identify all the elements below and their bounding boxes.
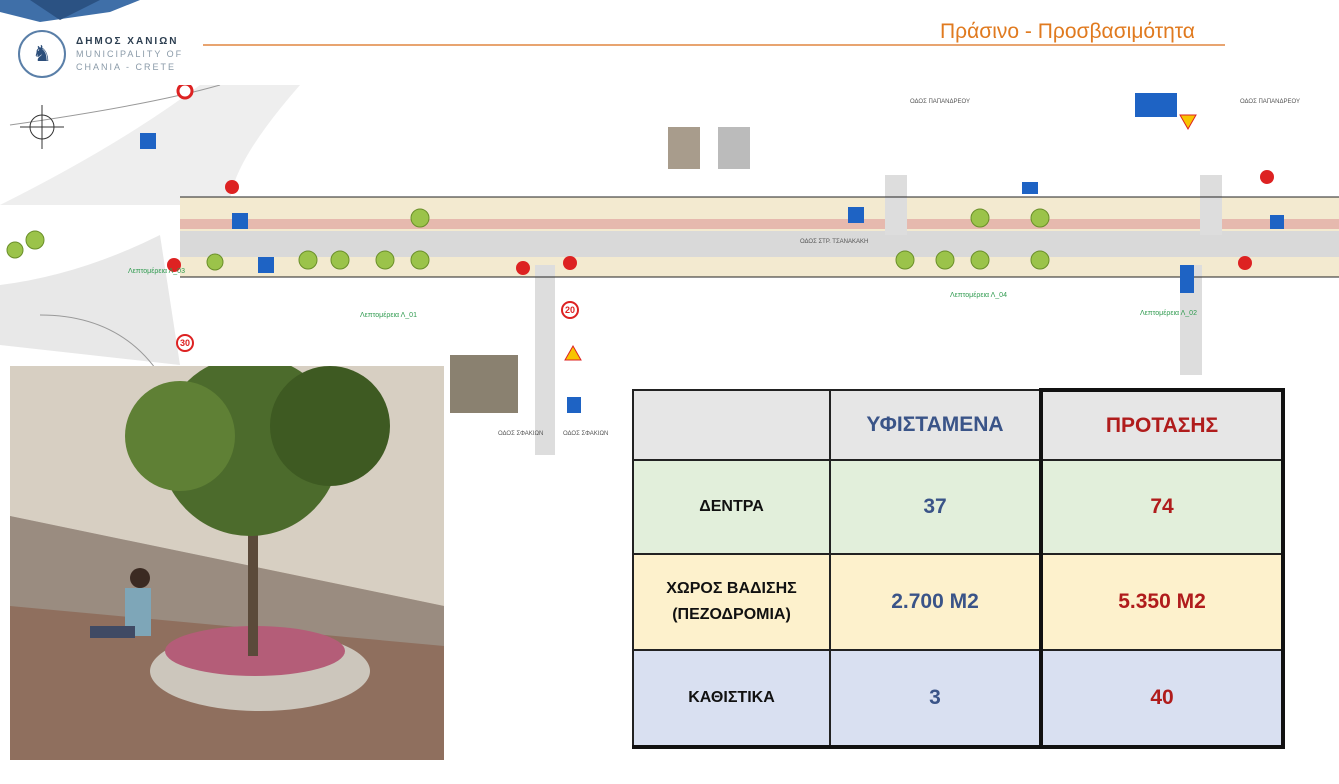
detail-label: Λεπτομέρεια Λ_01 xyxy=(360,311,417,319)
detail-photo xyxy=(450,355,518,413)
logo-subtitle-2: CHANIA - CRETE xyxy=(76,61,177,72)
municipality-logo: ♞ ΔΗΜΟΣ ΧΑΝΙΩΝ MUNICIPALITY OF CHANIA - … xyxy=(18,30,183,78)
page-title: Πράσινο - Προσβασιμότητα xyxy=(940,20,1195,43)
detail-label: Λεπτομέρεια Λ_03 xyxy=(128,267,185,275)
plan-background xyxy=(0,85,1339,455)
header-existing: ΥΦΙΣΤΑΜΕΝΑ xyxy=(829,389,1042,461)
proposed-value: 40 xyxy=(1039,649,1285,749)
table-row: ΧΩΡΟΣ ΒΑΔΙΣΗΣ (ΠΕΖΟΔΡΟΜΙΑ) 2.700 Μ2 5.35… xyxy=(632,553,1285,651)
speed-sign-20: 20 xyxy=(565,305,575,315)
street-label-side: ΟΔΟΣ ΣΦΑΚΙΩΝ xyxy=(498,431,543,437)
logo-subtitle-1: MUNICIPALITY OF xyxy=(76,48,184,59)
existing-value: 3 xyxy=(829,649,1042,749)
comparison-table: ΥΦΙΣΤΑΜΕΝΑ ΠΡΟΤΑΣΗΣ ΔΕΝΤΡΑ 37 74 ΧΩΡΟΣ Β… xyxy=(632,388,1285,749)
table-row: ΔΕΝΤΡΑ 37 74 xyxy=(632,459,1285,555)
corner-decoration xyxy=(0,0,140,22)
detail-photo xyxy=(718,127,750,169)
proposed-value: 5.350 Μ2 xyxy=(1039,553,1285,651)
street-label-main: ΟΔΟΣ ΣΤΡ. ΤΣΑΝΑΚΑΚΗ xyxy=(800,239,868,245)
trees xyxy=(6,208,1050,271)
header-proposed: ΠΡΟΤΑΣΗΣ xyxy=(1039,388,1285,461)
street-label-top-2: ΟΔΟΣ ΠΑΠΑΝΔΡΕΟΥ xyxy=(1240,99,1300,105)
existing-value: 37 xyxy=(829,459,1042,555)
detail-label: Λεπτομέρεια Λ_04 xyxy=(950,291,1007,299)
street-plan: 30 20 ΟΔΟΣ ΠΑΠΑΝΔΡΕΟΥ ΟΔΟΣ ΠΑΠΑΝΔΡΕΟΥ ΟΔ… xyxy=(0,85,1339,455)
row-label: ΔΕΝΤΡΑ xyxy=(632,459,831,555)
title-rule xyxy=(203,44,1225,46)
row-label: ΧΩΡΟΣ ΒΑΔΙΣΗΣ (ΠΕΖΟΔΡΟΜΙΑ) xyxy=(632,553,831,651)
row-label: ΚΑΘΙΣΤΙΚΑ xyxy=(632,649,831,749)
street-label-side-2: ΟΔΟΣ ΣΦΑΚΙΩΝ xyxy=(563,431,608,437)
table-header-row: ΥΦΙΣΤΑΜΕΝΑ ΠΡΟΤΑΣΗΣ xyxy=(632,388,1285,461)
compass-icon xyxy=(20,105,64,149)
speed-sign-30: 30 xyxy=(180,338,190,348)
traffic-signs xyxy=(140,85,1284,413)
detail-label: Λεπτομέρεια Λ_02 xyxy=(1140,309,1197,317)
detail-photo xyxy=(668,127,700,169)
seal-icon: ♞ xyxy=(18,30,66,78)
rendering-photo xyxy=(10,366,444,760)
proposed-value: 74 xyxy=(1039,459,1285,555)
logo-name: ΔΗΜΟΣ ΧΑΝΙΩΝ xyxy=(76,35,179,47)
existing-value: 2.700 Μ2 xyxy=(829,553,1042,651)
table-row: ΚΑΘΙΣΤΙΚΑ 3 40 xyxy=(632,649,1285,749)
street-label-top: ΟΔΟΣ ΠΑΠΑΝΔΡΕΟΥ xyxy=(910,99,970,105)
header-empty xyxy=(632,389,831,461)
